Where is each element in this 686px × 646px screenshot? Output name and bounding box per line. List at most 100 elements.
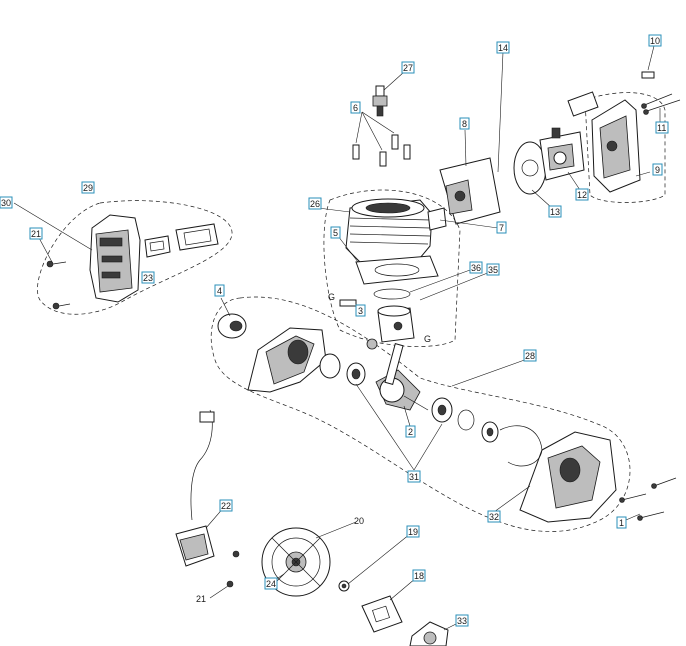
svg-text:21: 21 bbox=[196, 594, 206, 604]
callout-18: 18 bbox=[412, 569, 426, 582]
callout-35: 35 bbox=[486, 263, 500, 276]
callout-21-top: 21 bbox=[29, 227, 43, 240]
bearing-left bbox=[319, 353, 366, 386]
callout-27: 27 bbox=[401, 61, 415, 74]
muffler bbox=[89, 214, 141, 303]
callout-30: 30 bbox=[0, 196, 13, 209]
crankcase-group-outline bbox=[210, 296, 631, 532]
svg-text:10: 10 bbox=[650, 36, 660, 46]
callout-3: 3 bbox=[355, 304, 366, 317]
cylinder-base-gasket bbox=[355, 255, 439, 285]
air-filter-housing bbox=[567, 91, 641, 193]
carburetor bbox=[539, 127, 585, 181]
callout-5: 5 bbox=[330, 226, 341, 239]
svg-text:5: 5 bbox=[333, 228, 338, 238]
svg-text:28: 28 bbox=[525, 351, 535, 361]
group-mark-left: G bbox=[328, 292, 335, 302]
svg-text:6: 6 bbox=[353, 103, 358, 113]
callout-9: 9 bbox=[652, 163, 663, 176]
callout-21-bottom: 21 bbox=[196, 594, 206, 604]
svg-text:31: 31 bbox=[409, 472, 419, 482]
starter-housing bbox=[409, 621, 449, 646]
svg-text:22: 22 bbox=[221, 501, 231, 511]
piston-pin bbox=[339, 299, 357, 307]
callout-7: 7 bbox=[496, 221, 507, 234]
svg-text:8: 8 bbox=[462, 119, 467, 129]
cylinder-screws bbox=[352, 134, 411, 167]
svg-text:20: 20 bbox=[354, 516, 364, 526]
callout-11: 11 bbox=[655, 121, 669, 134]
svg-text:11: 11 bbox=[657, 123, 666, 133]
crankshaft bbox=[375, 343, 429, 411]
svg-text:12: 12 bbox=[577, 190, 587, 200]
muffler-screw-lower bbox=[52, 302, 71, 310]
spark-plug bbox=[372, 85, 388, 117]
flywheel-nut bbox=[338, 580, 350, 592]
svg-text:7: 7 bbox=[499, 223, 504, 233]
flywheel bbox=[261, 527, 331, 597]
ignition-module bbox=[175, 409, 215, 567]
ignition-screws bbox=[226, 550, 240, 588]
callout-24: 24 bbox=[264, 577, 278, 590]
svg-text:23: 23 bbox=[143, 273, 153, 283]
intake-plate bbox=[439, 157, 501, 225]
svg-text:9: 9 bbox=[655, 165, 660, 175]
muffler-group-outline bbox=[37, 200, 233, 315]
svg-text:27: 27 bbox=[403, 63, 413, 73]
svg-text:30: 30 bbox=[1, 198, 11, 208]
svg-text:24: 24 bbox=[266, 579, 276, 589]
carburetor-nut bbox=[641, 71, 655, 79]
callout-2: 2 bbox=[405, 425, 416, 438]
svg-text:19: 19 bbox=[408, 527, 418, 537]
needle-bearing bbox=[366, 338, 378, 350]
svg-text:33: 33 bbox=[457, 616, 467, 626]
svg-text:36: 36 bbox=[471, 263, 481, 273]
callout-19: 19 bbox=[406, 525, 420, 538]
piston bbox=[377, 305, 415, 343]
callout-12: 12 bbox=[575, 188, 589, 201]
carburetor-bolts bbox=[641, 93, 681, 115]
svg-text:32: 32 bbox=[489, 512, 499, 522]
callout-23: 23 bbox=[141, 271, 155, 284]
callout-14: 14 bbox=[496, 41, 510, 54]
callout-10: 10 bbox=[648, 34, 662, 47]
muffler-gasket bbox=[144, 235, 171, 258]
svg-text:21: 21 bbox=[31, 229, 41, 239]
svg-text:14: 14 bbox=[498, 43, 508, 53]
svg-text:4: 4 bbox=[217, 286, 222, 296]
carburetor-group-outline bbox=[584, 92, 666, 203]
svg-text:18: 18 bbox=[414, 571, 424, 581]
svg-text:35: 35 bbox=[488, 265, 498, 275]
bearing-right bbox=[431, 397, 453, 423]
callout-20: 20 bbox=[354, 516, 364, 526]
callout-13: 13 bbox=[548, 205, 562, 218]
oil-seal-right bbox=[481, 421, 499, 443]
callout-4: 4 bbox=[214, 284, 225, 297]
svg-text:26: 26 bbox=[310, 199, 320, 209]
callout-26: 26 bbox=[308, 197, 322, 210]
cylinder bbox=[345, 198, 433, 263]
callout-32: 32 bbox=[487, 510, 501, 523]
callout-29: 29 bbox=[81, 181, 95, 194]
crankcase-right-half bbox=[519, 431, 617, 523]
callout-6: 6 bbox=[350, 101, 361, 114]
svg-text:2: 2 bbox=[408, 427, 413, 437]
svg-text:13: 13 bbox=[550, 207, 560, 217]
starter-pulley-plate bbox=[361, 595, 403, 633]
exhaust-gasket bbox=[175, 223, 219, 251]
group-mark-right: G bbox=[424, 334, 431, 344]
piston-ring bbox=[373, 288, 411, 300]
cylinder-group-outline bbox=[323, 189, 461, 347]
svg-text:3: 3 bbox=[358, 306, 363, 316]
intake-gasket bbox=[427, 207, 447, 231]
crankcase-bolts bbox=[619, 477, 677, 521]
callout-8: 8 bbox=[459, 117, 470, 130]
svg-text:1: 1 bbox=[619, 518, 624, 528]
oil-seal-left bbox=[217, 313, 247, 339]
seal-ring-right bbox=[457, 409, 475, 431]
callout-28: 28 bbox=[523, 349, 537, 362]
svg-text:29: 29 bbox=[83, 183, 93, 193]
callout-22: 22 bbox=[219, 499, 233, 512]
crankcase-left-half bbox=[247, 327, 327, 393]
